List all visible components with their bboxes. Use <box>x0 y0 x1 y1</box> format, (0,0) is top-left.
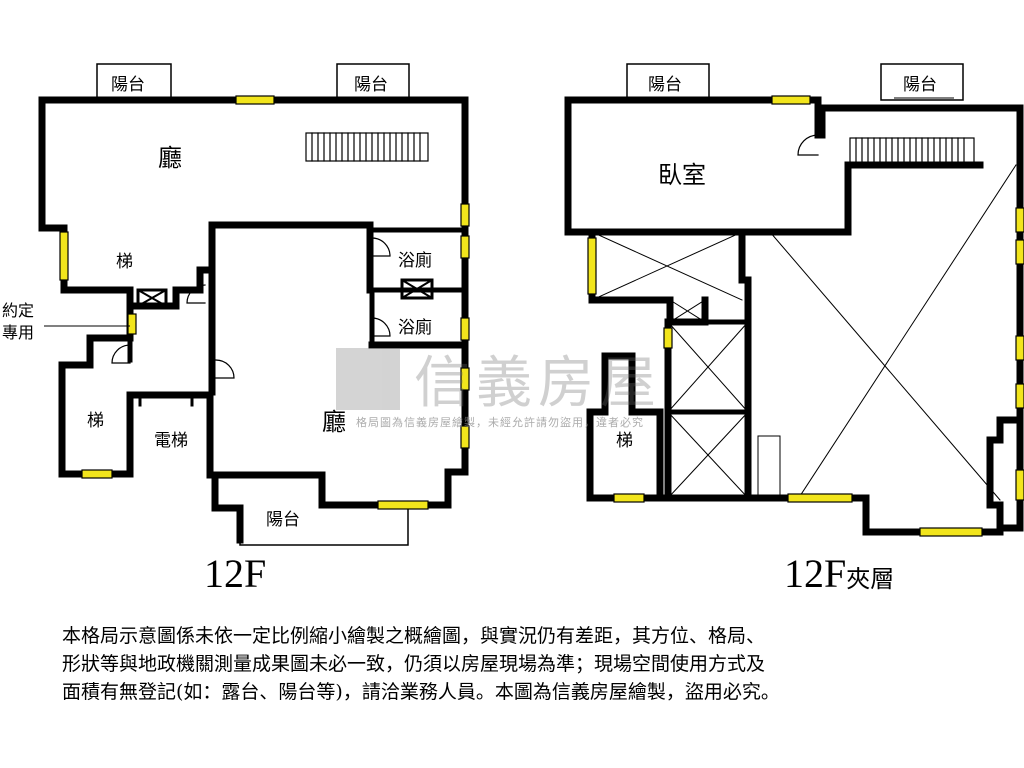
label-balcony-left-mezz: 陽台 <box>648 75 682 95</box>
window <box>1015 335 1024 361</box>
label-balcony-bottom-12f: 陽台 <box>266 510 300 530</box>
label-stair-upper-12f: 梯 <box>116 252 133 272</box>
label-living-top-12f: 廳 <box>158 144 182 172</box>
window <box>771 95 811 105</box>
window <box>81 469 113 479</box>
label-living-main-12f: 廳 <box>322 408 346 436</box>
window <box>460 425 470 449</box>
label-balcony-right-12f: 陽台 <box>354 75 388 95</box>
window <box>460 367 470 391</box>
label-stair-mezz: 梯 <box>616 431 633 451</box>
label-bath-1-12f: 浴廁 <box>398 251 432 271</box>
floor-title-12f: 12F <box>204 550 266 597</box>
window <box>1015 469 1024 501</box>
window <box>587 237 597 295</box>
window <box>460 203 470 227</box>
balconies-12f <box>96 63 410 546</box>
doors-12f-mezz <box>797 134 819 156</box>
reserved-line-2: 專用 <box>2 323 35 342</box>
floor-title-text: 12F <box>204 551 267 596</box>
window <box>787 493 853 503</box>
stairs-12f <box>305 132 429 162</box>
window <box>613 493 645 503</box>
disclaimer: 本格局示意圖係未依一定比例縮小繪製之概繪圖，與實況仍有差距，其方位、格局、 形狀… <box>62 622 962 706</box>
balconies-12f-mezz <box>626 63 964 101</box>
window <box>59 231 69 281</box>
watermark: 信義房屋 <box>336 338 662 419</box>
disclaimer-line-2: 形狀等與地政機關測量成果圖未必一致，仍須以房屋現場為準；現場空間使用方式及 <box>62 653 766 675</box>
label-balcony-left-12f: 陽台 <box>111 75 145 95</box>
label-balcony-right-mezz: 陽台 <box>903 75 937 95</box>
window <box>919 527 983 537</box>
watermark-note: 格局圖為信義房屋繪製，未經允許請勿盜用，違者必究 <box>356 416 644 429</box>
window <box>1015 239 1024 265</box>
watermark-brand: 信義房屋 <box>414 351 662 416</box>
disclaimer-line-3: 面積有無登記(如：露台、陽台等)，請洽業務人員。本圖為信義房屋繪製，盜用必究。 <box>62 681 780 703</box>
label-stair-lower-12f: 梯 <box>87 411 104 431</box>
floor-title-text: 12F <box>784 551 847 596</box>
window <box>127 313 137 335</box>
windows <box>59 95 1024 537</box>
brand-logo-icon <box>336 347 400 410</box>
stairs-12f-mezz <box>849 137 975 167</box>
window <box>663 327 673 349</box>
label-elevator-12f: 電梯 <box>154 431 188 451</box>
doors-12f <box>111 237 391 476</box>
window <box>1015 383 1024 409</box>
window <box>1015 207 1024 233</box>
disclaimer-line-1: 本格局示意圖係未依一定比例縮小繪製之概繪圖，與實況仍有差距，其方位、格局、 <box>62 625 766 647</box>
floor-title-12f-mezz: 12F夾層 <box>784 550 894 597</box>
reserved-use-note: 約定 專用 <box>2 300 34 344</box>
label-bath-2-12f: 浴廁 <box>398 318 432 338</box>
reserved-line-1: 約定 <box>2 301 35 320</box>
window <box>460 317 470 341</box>
window <box>377 500 429 510</box>
floor-subtitle: 夾層 <box>846 565 895 593</box>
window <box>460 235 470 259</box>
label-bedroom-mezz: 臥室 <box>658 161 706 189</box>
mezz-cross-lines <box>591 164 1017 501</box>
window <box>235 95 275 105</box>
